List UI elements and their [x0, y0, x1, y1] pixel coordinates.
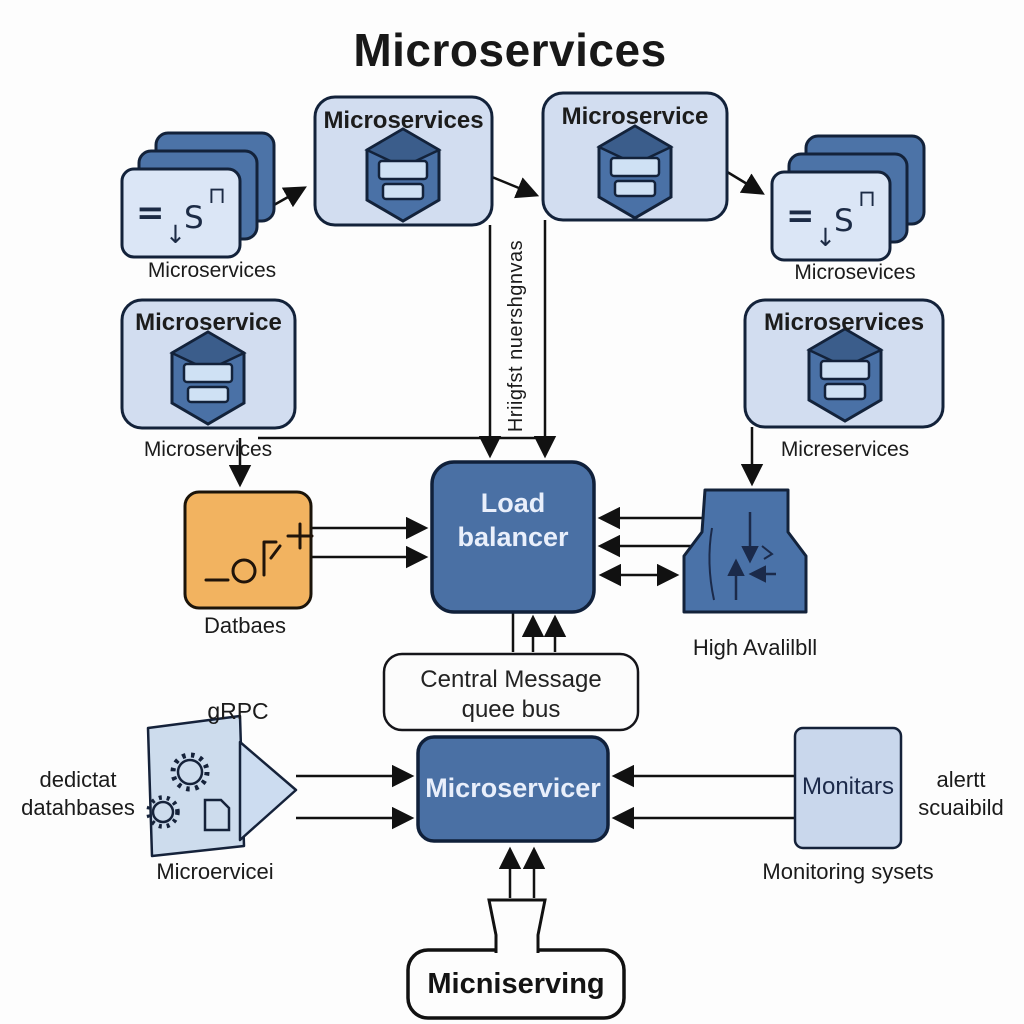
- high-availability-caption: High Avalilbll: [692, 635, 818, 660]
- load-balancer-title: Load balancer: [457, 488, 569, 552]
- monitors-title: Monitars: [801, 773, 895, 800]
- connector-arrows: [228, 168, 795, 898]
- page-title: Microservices: [353, 24, 667, 76]
- grpc-caption: Microervicei: [156, 859, 274, 884]
- svg-text:⊓: ⊓: [208, 183, 226, 209]
- service-box-top-right-title: Microservice: [561, 103, 709, 130]
- svg-text:=: =: [136, 193, 165, 233]
- monitors-side-text: alertt scuaibild: [918, 767, 1004, 820]
- ha-inner-arrows-icon: [708, 512, 776, 601]
- message-bus-box: [382, 652, 640, 732]
- card-glyphs-icon: = ↓ S ⊓: [786, 186, 876, 252]
- vertical-flow-text: Hriigfst nuershgnvas: [505, 239, 527, 433]
- page-icon: [203, 798, 231, 832]
- service-box-left-caption: Microservices: [143, 438, 273, 461]
- hexagon-icon: [806, 327, 884, 423]
- svg-text:S: S: [834, 203, 854, 239]
- hexagon-icon: [169, 330, 247, 426]
- monitors-box: [793, 726, 903, 850]
- funnel-shape: [487, 898, 547, 953]
- database-glyph-icon: [204, 522, 314, 584]
- hexagon-icon: [364, 127, 442, 223]
- grpc-side-text: dedictat datahbases: [21, 767, 135, 820]
- cards-right-label: Microsevices: [794, 261, 916, 284]
- message-bus-title: Central Message quee bus: [420, 666, 602, 723]
- service-box-left-title: Microservice: [135, 309, 282, 336]
- hexagon-icon: [596, 124, 674, 220]
- arrow-rightbox-to-cards: [723, 168, 765, 195]
- monitors-caption: Monitoring sysets: [762, 859, 934, 884]
- grpc-arrow-icon: [238, 740, 298, 842]
- microservicer-box: [416, 735, 610, 843]
- svg-text:⊓: ⊓: [858, 186, 876, 212]
- svg-text:↓: ↓: [815, 223, 836, 252]
- database-caption: Datbaes: [204, 613, 286, 638]
- microservicer-title: Microservicer: [425, 773, 601, 803]
- service-box-top-title: Microservices: [323, 107, 484, 134]
- high-availability-shape: [682, 488, 808, 614]
- card-glyphs-icon: = ↓ S ⊓: [136, 183, 226, 249]
- cards-left-icon: = ↓ S ⊓: [120, 131, 276, 259]
- database-box: [183, 490, 314, 610]
- grpc-block: [146, 714, 298, 858]
- cards-left-label: Microservices: [147, 259, 277, 282]
- svg-text:S: S: [184, 200, 204, 236]
- gears-icon: [146, 752, 231, 832]
- grpc-label: gRPC: [207, 698, 269, 724]
- arrow-topbox-to-rightbox: [491, 175, 540, 199]
- cards-right-icon: = ↓ S ⊓: [770, 134, 926, 262]
- svg-text:=: =: [786, 196, 815, 236]
- svg-text:↓: ↓: [165, 220, 186, 249]
- service-box-right-caption: Micreservices: [780, 438, 910, 461]
- load-balancer-box: [430, 460, 596, 614]
- service-box-right-title: Microservices: [763, 309, 925, 336]
- bottom-box-title: Micniserving: [427, 968, 605, 1000]
